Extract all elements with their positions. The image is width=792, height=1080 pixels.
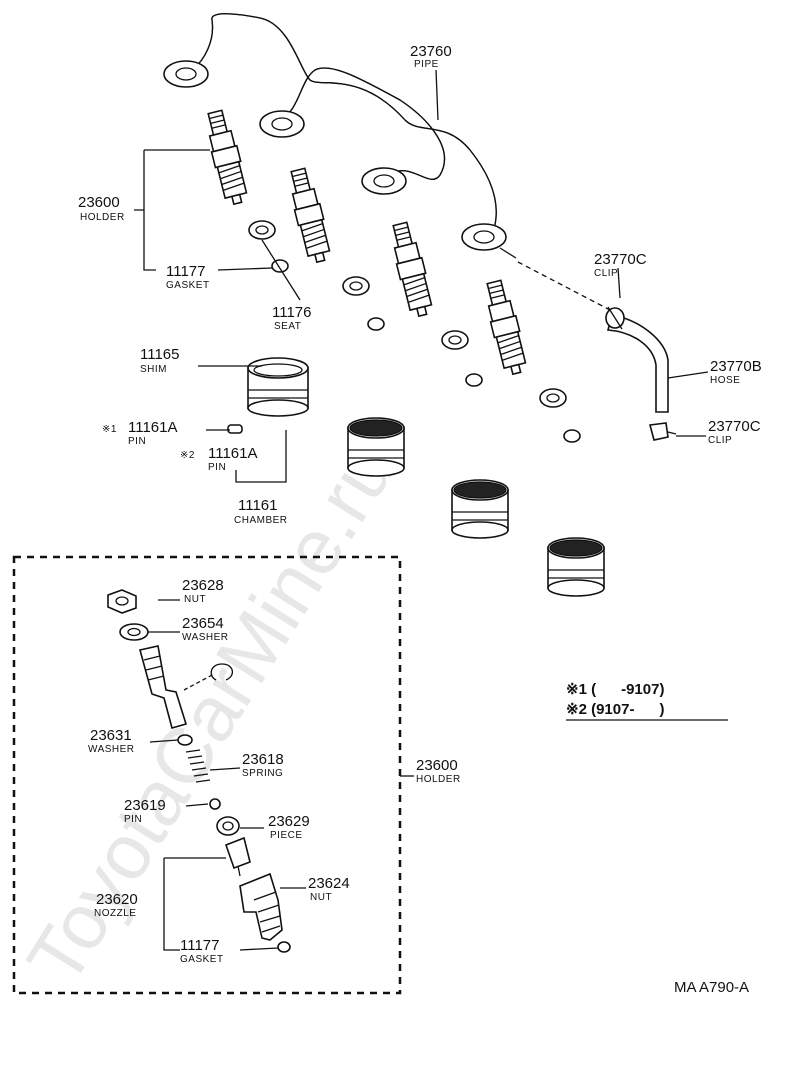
legend-note-1: ※1 ( -9107) (566, 681, 664, 698)
watermark: ToyotaCarMine.ru (10, 430, 411, 999)
label-gasket-top-name: GASKET (166, 280, 210, 291)
combustion-chamber-1 (247, 357, 309, 417)
nozzle-23620 (224, 836, 251, 870)
label-pin1-number: 11161A (128, 419, 178, 436)
chamber-pin (227, 424, 243, 434)
pipe-end-collar-3 (361, 167, 407, 195)
label-chamber-number: 11161 (238, 497, 278, 514)
label-pin1-name: PIN (128, 436, 146, 447)
leader-lines (134, 69, 728, 951)
label-holder-box-name: HOLDER (416, 774, 461, 785)
label-clip-lower-number: 23770C (708, 418, 761, 435)
label-shim-number: 11165 (140, 346, 180, 363)
pin-23619 (209, 798, 221, 810)
pipe-end-collar-1 (163, 60, 209, 88)
combustion-chamber-3 (451, 479, 509, 539)
injection-pipe-assembly (163, 13, 517, 259)
pipe-end-collar-2 (259, 110, 305, 138)
label-pin-small-number: 23619 (124, 797, 166, 814)
spring-23618 (185, 749, 211, 783)
injector-holder-4 (486, 279, 527, 376)
label-holder-box-number: 23600 (416, 757, 458, 774)
label-hose-number: 23770B (710, 358, 762, 375)
label-spring-name: SPRING (242, 768, 283, 779)
combustion-chamber-4 (547, 537, 605, 597)
label-pin2-number: 11161A (208, 445, 258, 462)
pipe-end-collar-4 (461, 223, 507, 251)
label-chamber-name: CHAMBER (234, 515, 288, 526)
label-pin2-name: PIN (208, 462, 226, 473)
legend-note-2: ※2 (9107- ) (566, 701, 664, 718)
label-pipe-name: PIPE (414, 59, 439, 70)
snap-ring (210, 663, 233, 681)
holder-body (139, 645, 188, 729)
injector-holders (207, 109, 527, 376)
combustion-chambers (227, 357, 605, 597)
leak-off-hose (517, 261, 677, 441)
combustion-chamber-2 (347, 417, 405, 477)
seat-ring (248, 220, 276, 240)
label-nozzle-number: 23620 (96, 891, 138, 908)
label-washer-mid-name: WASHER (88, 744, 135, 755)
callout-labels: 23760 PIPE 23600 HOLDER 11177 GASKET 111… (78, 43, 762, 996)
label-clip-lower-name: CLIP (708, 435, 732, 446)
holder-subassembly-box (12, 555, 402, 995)
gasket-ring (271, 259, 289, 273)
piece-23629 (216, 816, 240, 836)
label-pipe-number: 23760 (410, 43, 452, 60)
reference-code: MA A790-A (674, 979, 749, 996)
label-spring-number: 23618 (242, 751, 284, 768)
nut-23628 (107, 589, 137, 614)
label-nut-bottom-number: 23624 (308, 875, 350, 892)
label-pin2-mark: ※2 (180, 450, 195, 461)
label-seat-number: 11176 (272, 304, 312, 321)
washer-23631 (177, 734, 193, 746)
label-nut-top-number: 23628 (182, 577, 224, 594)
label-washer-top-number: 23654 (182, 615, 224, 632)
label-holder-top-name: HOLDER (80, 212, 125, 223)
injector-holder-2 (290, 167, 331, 264)
label-gasket-bottom-name: GASKET (180, 954, 224, 965)
label-piece-number: 23629 (268, 813, 310, 830)
label-nut-top-name: NUT (184, 594, 206, 605)
label-seat-name: SEAT (274, 321, 301, 332)
label-nozzle-name: NOZZLE (94, 908, 136, 919)
hose-body (606, 314, 669, 413)
label-clip-upper-number: 23770C (594, 251, 647, 268)
holder-exploded-parts (107, 589, 291, 953)
label-gasket-top-number: 11177 (166, 263, 206, 280)
label-pin-small-name: PIN (124, 814, 142, 825)
label-hose-name: HOSE (710, 375, 740, 386)
washer-23654 (119, 623, 149, 641)
label-nut-bottom-name: NUT (310, 892, 332, 903)
injector-holder-1 (207, 109, 248, 206)
label-holder-top-number: 23600 (78, 194, 120, 211)
hose-clip-lower (648, 422, 669, 441)
label-shim-name: SHIM (140, 364, 167, 375)
label-washer-mid-number: 23631 (90, 727, 132, 744)
nut-23624 (239, 872, 283, 941)
label-gasket-bottom-number: 11177 (180, 937, 220, 954)
label-pin1-mark: ※1 (102, 424, 117, 435)
injector-holder-3 (392, 221, 433, 318)
label-piece-name: PIECE (270, 830, 303, 841)
label-clip-upper-name: CLIP (594, 268, 618, 279)
gasket-11177-bottom (277, 941, 291, 953)
seats-and-gaskets (248, 220, 581, 443)
label-washer-top-name: WASHER (182, 632, 229, 643)
